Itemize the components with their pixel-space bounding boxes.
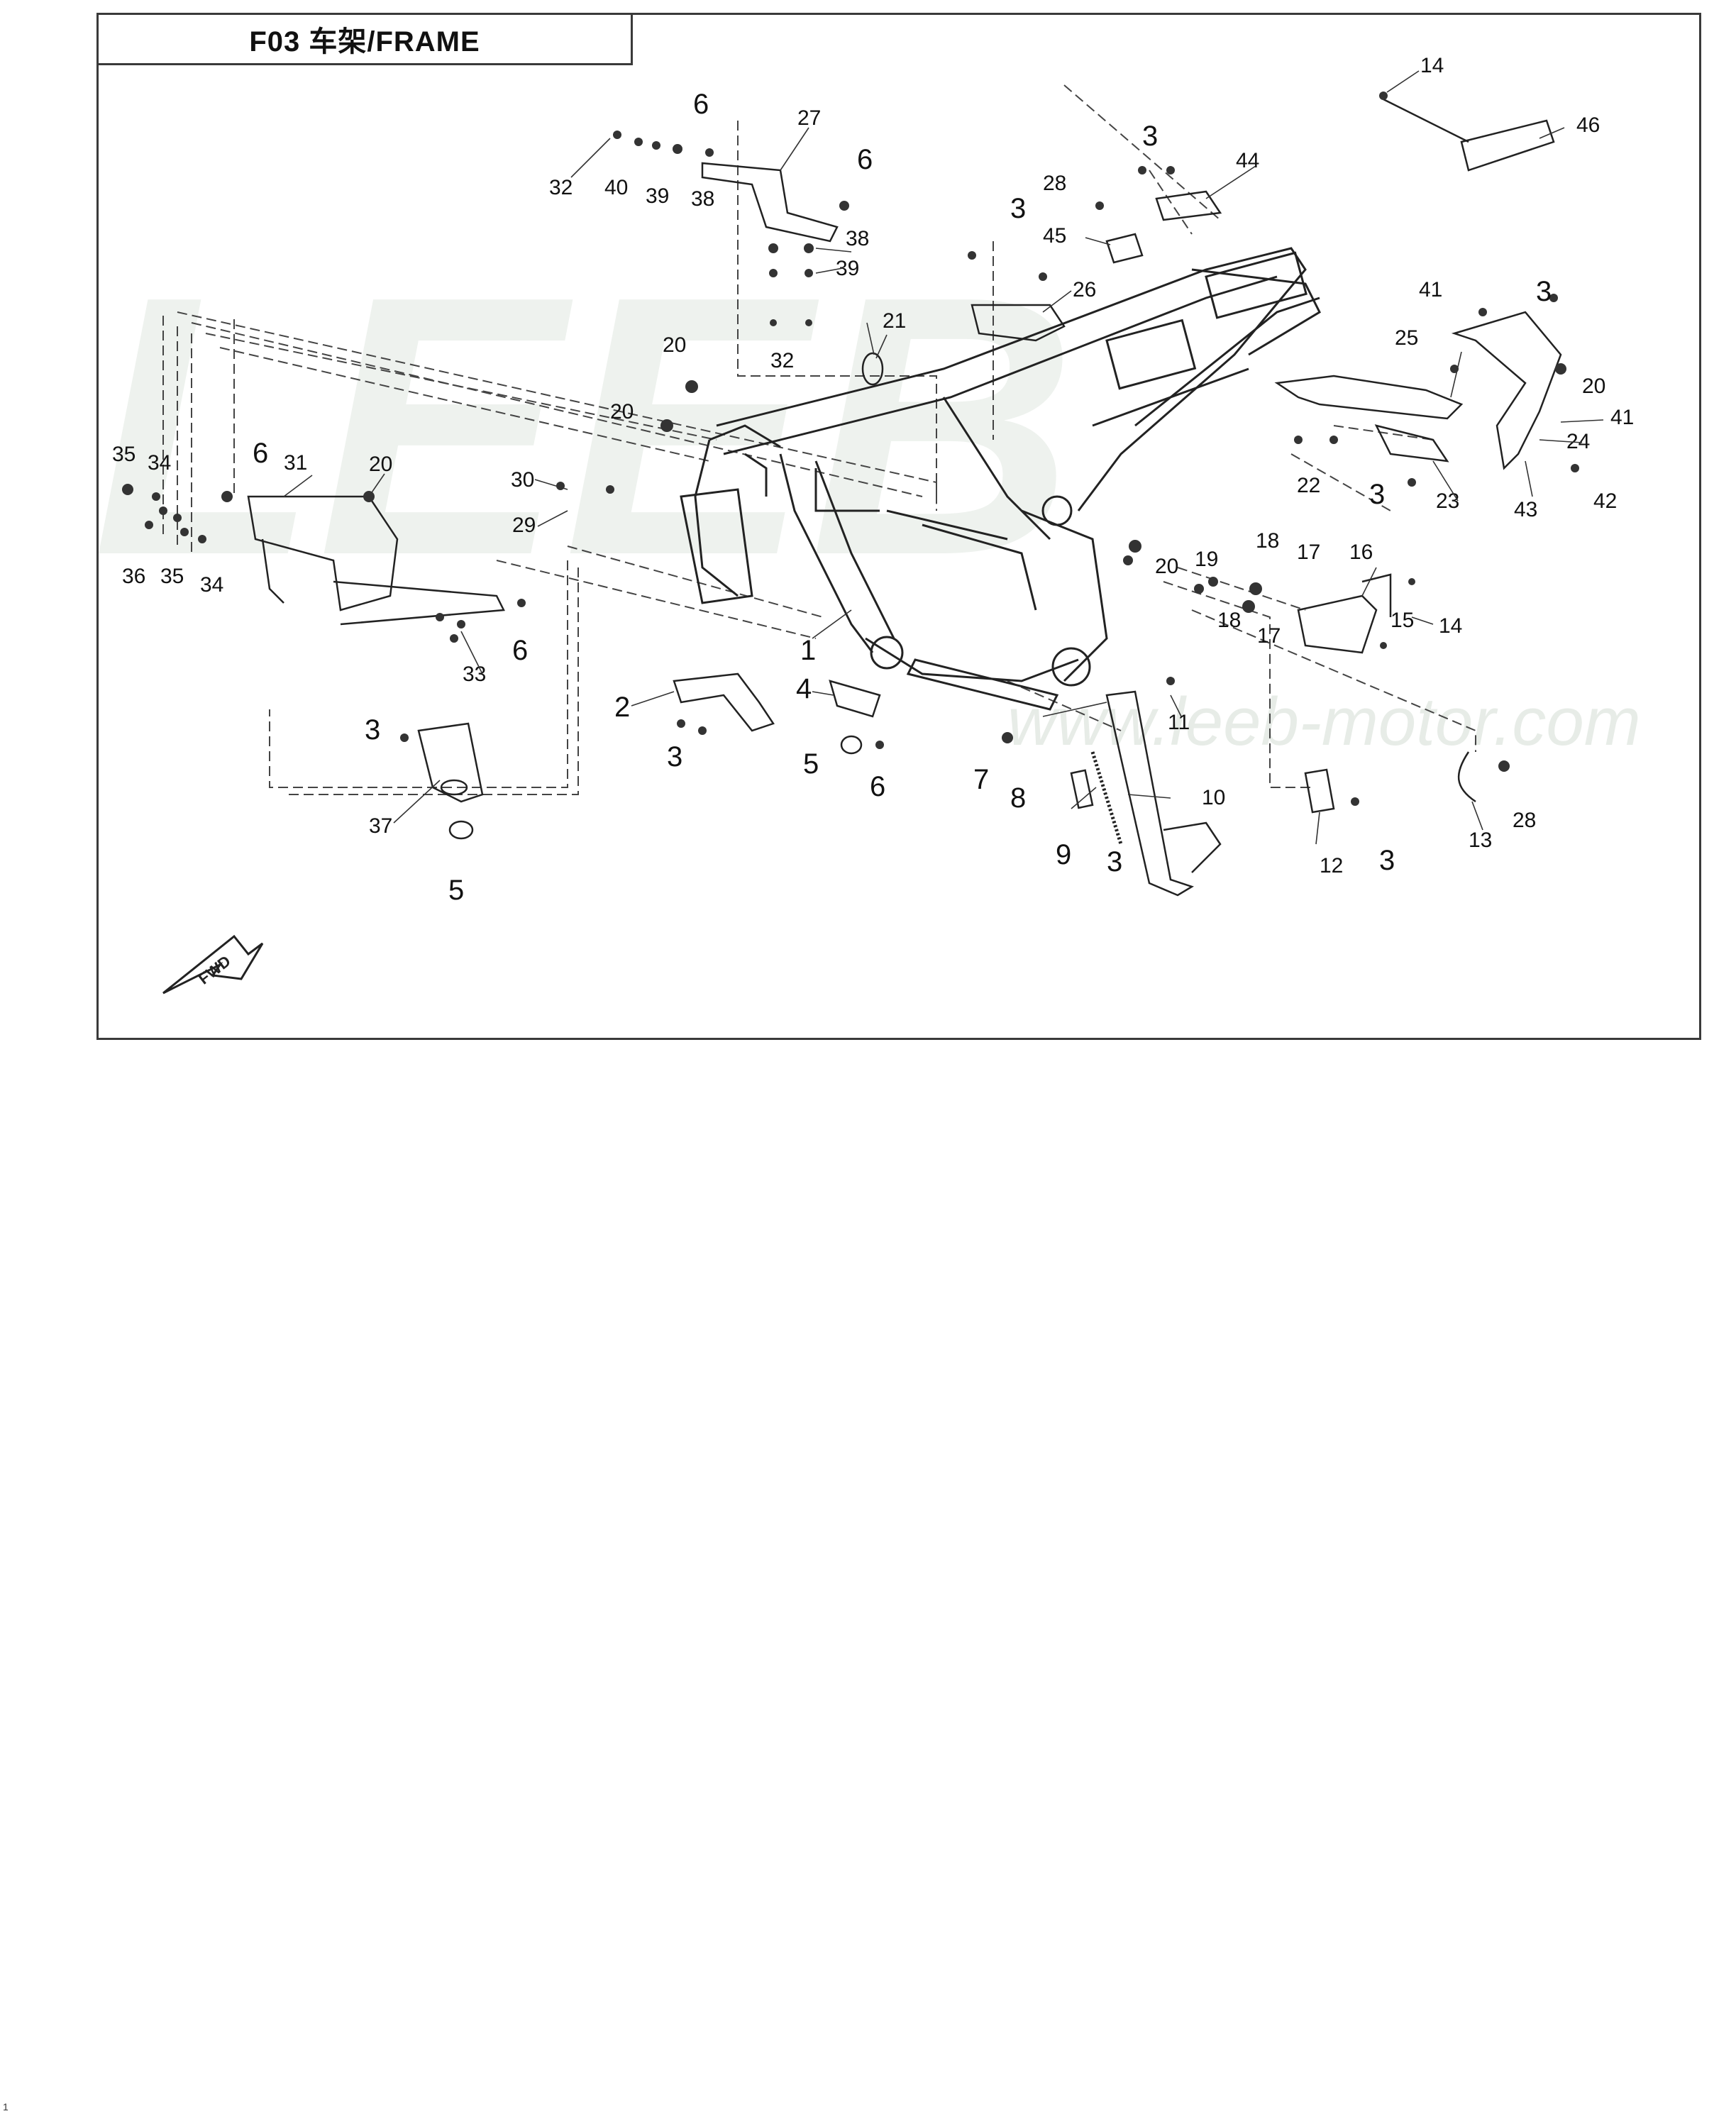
callout-label: 38 [846, 227, 869, 250]
callout-leaders [283, 70, 1604, 845]
callout-label: 4 [796, 673, 812, 704]
callout-label: 43 [1514, 498, 1537, 521]
diagram-border [96, 13, 1701, 1040]
callout-label: 40 [604, 176, 628, 199]
callout-label: 3 [667, 741, 682, 772]
callout-label: 38 [691, 187, 714, 211]
callout-label: 10 [1202, 786, 1225, 809]
callout-label: 12 [1320, 854, 1343, 877]
watermark-url: www.leeb-motor.com [1007, 684, 1641, 760]
callout-label: 6 [253, 438, 268, 469]
dashed-leaders [162, 84, 1476, 795]
callout-label: 8 [1010, 782, 1026, 814]
callout-label: 3 [1536, 276, 1552, 307]
callout-label: 39 [646, 184, 669, 208]
callout-label: 20 [369, 453, 392, 476]
callout-label: 16 [1349, 541, 1373, 564]
callout-label: 14 [1439, 614, 1462, 638]
callout-label: 1 [800, 635, 816, 666]
fwd-label: FWD [195, 952, 234, 988]
callout-label: 20 [1155, 555, 1178, 578]
callout-label: 20 [1582, 375, 1605, 398]
parts [162, 98, 1562, 995]
callout-label: 21 [883, 309, 906, 333]
callout-label: 18 [1256, 529, 1279, 553]
callout-label: 17 [1297, 541, 1320, 564]
callout-label: 22 [1297, 474, 1320, 497]
callout-label: 13 [1469, 829, 1492, 852]
callout-label: 27 [797, 106, 821, 130]
callout-label: 7 [973, 764, 989, 795]
callout-label: 9 [1056, 839, 1071, 870]
callout-label: 20 [610, 400, 634, 423]
callout-label: 34 [200, 573, 223, 597]
callout-label: 36 [122, 565, 145, 588]
callout-label: 26 [1073, 278, 1096, 301]
title-box: F03 车架/FRAME [96, 13, 633, 65]
callout-label: 44 [1236, 149, 1259, 172]
callout-label: 14 [1420, 54, 1444, 77]
callout-label: 20 [663, 333, 686, 357]
callout-label: 6 [693, 89, 709, 120]
callout-label: 41 [1419, 278, 1442, 301]
callout-label: 3 [1010, 193, 1026, 224]
callout-label: 35 [160, 565, 184, 588]
watermark: LEEB www.leeb-motor.com [92, 220, 1641, 760]
callout-label: 17 [1257, 624, 1281, 648]
callout-label: 5 [803, 748, 819, 780]
page-title: F03 车架/FRAME [249, 26, 480, 57]
callout-label: 15 [1391, 609, 1414, 632]
callout-label: 3 [1369, 479, 1385, 510]
callout-labels: 1 2 3 3 3 3 3 3 3 3 4 5 5 6 6 6 6 6 7 8 … [112, 54, 1634, 906]
callout-label: 28 [1513, 809, 1536, 832]
callout-label: 30 [511, 468, 534, 492]
callout-label: 25 [1395, 326, 1418, 350]
callout-label: 46 [1576, 113, 1600, 137]
callout-label: 32 [549, 176, 573, 199]
callout-label: 29 [512, 514, 536, 537]
callout-label: 3 [365, 714, 380, 746]
callout-label: 41 [1610, 406, 1634, 429]
callout-label: 34 [148, 451, 171, 475]
callout-label: 3 [1379, 845, 1395, 876]
callout-label: 32 [770, 349, 794, 372]
callout-label: 3 [1107, 846, 1122, 877]
page-number: 1 [3, 2101, 9, 2112]
callout-label: 6 [512, 635, 528, 666]
callout-label: 3 [1142, 121, 1158, 152]
callout-label: 2 [614, 692, 630, 723]
callout-label: 5 [448, 875, 464, 906]
callout-label: 6 [857, 144, 873, 175]
callout-label: 35 [112, 443, 136, 466]
callout-label: 18 [1217, 609, 1241, 632]
callout-label: 28 [1043, 172, 1066, 195]
callout-label: 42 [1593, 489, 1617, 513]
callout-label: 37 [369, 814, 392, 838]
callout-label: 45 [1043, 224, 1066, 248]
callout-label: 6 [870, 771, 885, 802]
frame-main [680, 247, 1321, 711]
callout-label: 33 [463, 663, 486, 686]
fasteners [122, 92, 1579, 806]
callout-label: 31 [284, 451, 307, 475]
callout-label: 19 [1195, 548, 1218, 571]
callout-label: 23 [1436, 489, 1459, 513]
watermark-logo: LEEB [92, 220, 1076, 632]
callout-label: 11 [1168, 711, 1190, 734]
